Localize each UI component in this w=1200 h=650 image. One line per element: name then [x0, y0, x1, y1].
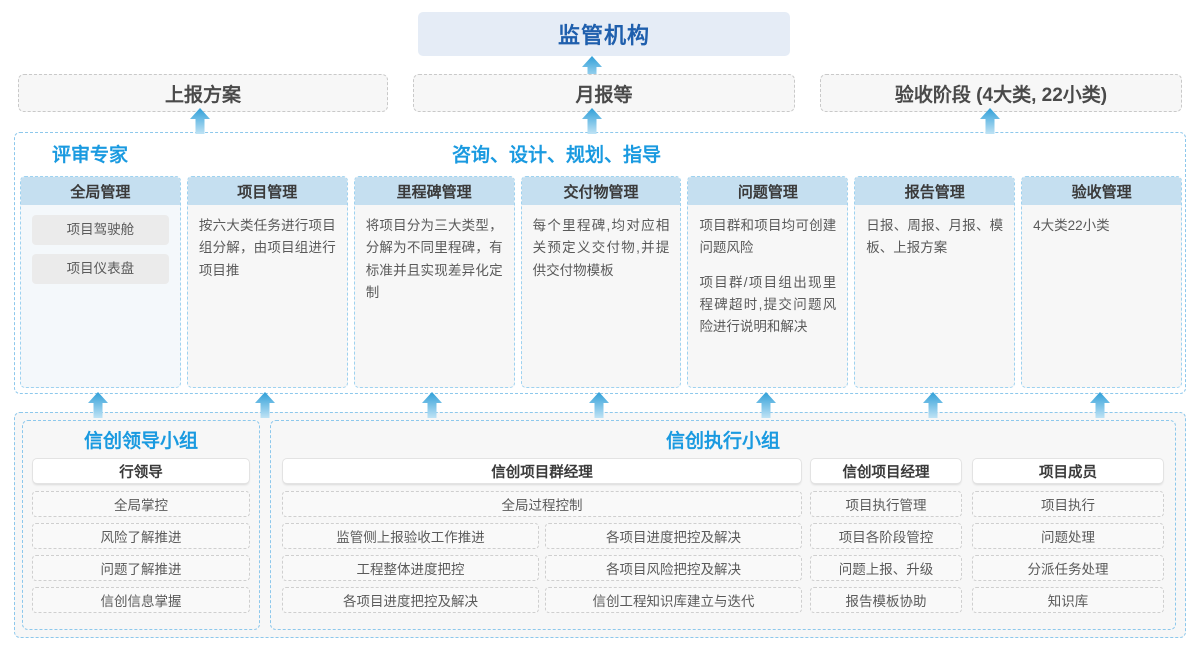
capability-column-body: 项目驾驶舱项目仪表盘 [21, 205, 180, 387]
capability-paragraph: 4大类22小类 [1033, 218, 1110, 233]
arrow-up-icon-column-4 [755, 392, 777, 418]
lane-row: 全局过程控制 [282, 491, 802, 517]
channel-box-report-plan: 上报方案 [18, 74, 388, 112]
lane-header-bank-leader[interactable]: 行领导 [32, 458, 250, 484]
capability-column[interactable]: 项目管理按六大类任务进行项目组分解，由项目组进行项目推 [186, 176, 348, 388]
lane-project-member: 项目成员项目执行问题处理分派任务处理知识库 [972, 458, 1164, 613]
lane-row: 项目各阶段管控 [810, 523, 962, 549]
capability-pill[interactable]: 项目仪表盘 [32, 254, 169, 284]
capability-column[interactable]: 验收管理 4大类22小类 [1021, 176, 1183, 388]
capability-column-header: 验收管理 [1022, 177, 1182, 205]
capability-column[interactable]: 问题管理项目群和项目均可创建问题风险项目群/项目组出现里程碑超时,提交问题风险进… [687, 176, 849, 388]
arrow-up-icon-channel-1 [581, 108, 603, 134]
lane-cell[interactable]: 报告模板协助 [810, 587, 962, 613]
lane-cell[interactable]: 监管侧上报验收工作推进 [282, 523, 539, 549]
arrow-up-icon-column-5 [922, 392, 944, 418]
lane-cell[interactable]: 全局掌控 [32, 491, 250, 517]
capability-column[interactable]: 里程碑管理将项目分为三大类型，分解为不同里程碑，有标准并且实现差异化定制 [353, 176, 515, 388]
lane-cell[interactable]: 工程整体进度把控 [282, 555, 539, 581]
capability-column-header: 项目管理 [187, 177, 347, 205]
arrow-up-icon-channel-0 [189, 108, 211, 134]
capability-column-header: 交付物管理 [521, 177, 681, 205]
capability-column[interactable]: 交付物管理每个里程碑,均对应相关预定义交付物,并提供交付物模板 [520, 176, 682, 388]
lane-row: 监管侧上报验收工作推进各项目进度把控及解决 [282, 523, 802, 549]
lane-row: 风险了解推进 [32, 523, 250, 549]
arrow-up-icon-to-regulator [581, 56, 603, 82]
capability-paragraph: 将项目分为三大类型，分解为不同里程碑，有标准并且实现差异化定制 [365, 218, 503, 300]
capability-pill[interactable]: 项目驾驶舱 [32, 215, 169, 245]
capability-column-header: 全局管理 [21, 177, 180, 205]
lane-cell[interactable]: 项目执行 [972, 491, 1164, 517]
capability-column-body: 每个里程碑,均对应相关预定义交付物,并提供交付物模板 [522, 205, 681, 387]
capability-column-header: 报告管理 [855, 177, 1015, 205]
capability-columns: 全局管理项目驾驶舱项目仪表盘项目管理按六大类任务进行项目组分解，由项目组进行项目… [20, 176, 1183, 388]
lane-bank-leader: 行领导全局掌控风险了解推进问题了解推进信创信息掌握 [32, 458, 250, 613]
arrow-up-icon-column-1 [254, 392, 276, 418]
lane-cell[interactable]: 风险了解推进 [32, 523, 250, 549]
arrow-up-icon-channel-2 [979, 108, 1001, 134]
lane-row: 问题上报、升级 [810, 555, 962, 581]
lane-cell[interactable]: 全局过程控制 [282, 491, 802, 517]
capability-column[interactable]: 报告管理日报、周报、月报、模板、上报方案 [854, 176, 1016, 388]
capability-column-header: 问题管理 [688, 177, 848, 205]
lane-cell[interactable]: 问题上报、升级 [810, 555, 962, 581]
lane-cell[interactable]: 信创工程知识库建立与迭代 [545, 587, 802, 613]
lane-row: 知识库 [972, 587, 1164, 613]
channel-box-monthly-report: 月报等 [413, 74, 795, 112]
arrow-up-icon-column-0 [87, 392, 109, 418]
lane-row: 问题处理 [972, 523, 1164, 549]
lane-rows: 全局掌控风险了解推进问题了解推进信创信息掌握 [32, 491, 250, 613]
lane-row: 报告模板协助 [810, 587, 962, 613]
lane-cell[interactable]: 信创信息掌握 [32, 587, 250, 613]
lane-row: 全局掌控 [32, 491, 250, 517]
capability-column-body: 项目群和项目均可创建问题风险项目群/项目组出现里程碑超时,提交问题风险进行说明和… [688, 205, 847, 387]
band-label-review-experts: 评审专家 [52, 145, 129, 166]
lane-rows: 项目执行问题处理分派任务处理知识库 [972, 491, 1164, 613]
lane-cell[interactable]: 各项目风险把控及解决 [545, 555, 802, 581]
lane-cell[interactable]: 各项目进度把控及解决 [282, 587, 539, 613]
lane-row: 工程整体进度把控各项目风险把控及解决 [282, 555, 802, 581]
capability-paragraph: 日报、周报、月报、模板、上报方案 [866, 218, 1004, 256]
lane-row: 信创信息掌握 [32, 587, 250, 613]
lane-rows: 项目执行管理项目各阶段管控问题上报、升级报告模板协助 [810, 491, 962, 613]
lane-header-program-manager[interactable]: 信创项目群经理 [282, 458, 802, 484]
capability-column-body: 按六大类任务进行项目组分解，由项目组进行项目推 [188, 205, 347, 387]
capability-paragraph: 项目群/项目组出现里程碑超时,提交问题风险进行说明和解决 [699, 274, 837, 335]
lane-row: 项目执行 [972, 491, 1164, 517]
capability-paragraph: 按六大类任务进行项目组分解，由项目组进行项目推 [198, 218, 336, 278]
lane-project-manager: 信创项目经理项目执行管理项目各阶段管控问题上报、升级报告模板协助 [810, 458, 962, 613]
lane-header-project-member[interactable]: 项目成员 [972, 458, 1164, 484]
lane-cell[interactable]: 问题了解推进 [32, 555, 250, 581]
capability-column-body: 将项目分为三大类型，分解为不同里程碑，有标准并且实现差异化定制 [355, 205, 514, 387]
arrow-up-icon-column-6 [1089, 392, 1111, 418]
lane-cell[interactable]: 分派任务处理 [972, 555, 1164, 581]
lane-program-manager: 信创项目群经理全局过程控制监管侧上报验收工作推进各项目进度把控及解决工程整体进度… [282, 458, 802, 613]
lane-cell[interactable]: 项目各阶段管控 [810, 523, 962, 549]
capability-column-body: 日报、周报、月报、模板、上报方案 [855, 205, 1014, 387]
arrow-up-icon-column-3 [588, 392, 610, 418]
capability-column-body: 4大类22小类 [1022, 205, 1181, 387]
arrow-up-icon-column-2 [421, 392, 443, 418]
capability-paragraph: 项目群和项目均可创建问题风险 [699, 218, 837, 256]
lane-row: 问题了解推进 [32, 555, 250, 581]
lane-header-project-manager[interactable]: 信创项目经理 [810, 458, 962, 484]
capability-paragraph: 每个里程碑,均对应相关预定义交付物,并提供交付物模板 [532, 218, 670, 278]
regulator-title-box: 监管机构 [418, 12, 790, 56]
lane-cell[interactable]: 问题处理 [972, 523, 1164, 549]
band-label-consulting: 咨询、设计、规划、指导 [452, 145, 662, 166]
lane-cell[interactable]: 知识库 [972, 587, 1164, 613]
lane-rows: 全局过程控制监管侧上报验收工作推进各项目进度把控及解决工程整体进度把控各项目风险… [282, 491, 802, 613]
capability-column[interactable]: 全局管理项目驾驶舱项目仪表盘 [20, 176, 181, 388]
lane-row: 项目执行管理 [810, 491, 962, 517]
group-title-leadership: 信创领导小组 [83, 430, 198, 452]
lane-row: 分派任务处理 [972, 555, 1164, 581]
lane-row: 各项目进度把控及解决信创工程知识库建立与迭代 [282, 587, 802, 613]
channel-box-acceptance-stage: 验收阶段 (4大类, 22小类) [820, 74, 1182, 112]
capability-column-header: 里程碑管理 [354, 177, 514, 205]
lane-cell[interactable]: 项目执行管理 [810, 491, 962, 517]
group-title-execution: 信创执行小组 [665, 430, 780, 452]
lane-cell[interactable]: 各项目进度把控及解决 [545, 523, 802, 549]
